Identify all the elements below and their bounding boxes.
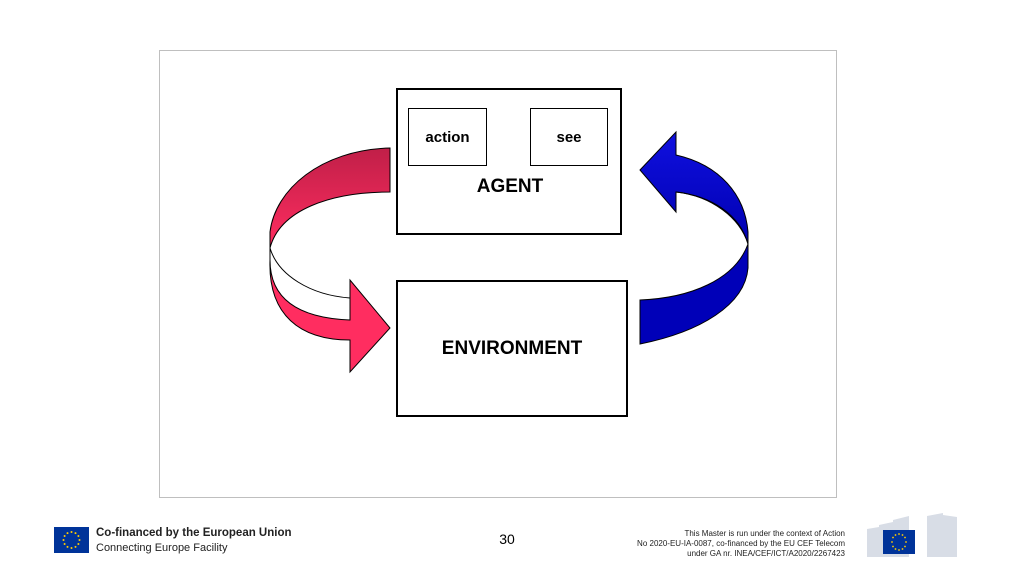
action-box: action <box>408 108 487 166</box>
funding-note-line3: under GA nr. INEA/CEF/ICT/A2020/2267423 <box>687 549 845 558</box>
funding-note-line2: No 2020-EU-IA-0087, co-financed by the E… <box>637 539 845 548</box>
right-arrow-head <box>639 130 749 245</box>
left-cycle-arrow <box>269 147 391 374</box>
european-commission-logo-icon <box>865 513 960 558</box>
see-box: see <box>530 108 608 166</box>
left-arrow-body <box>269 232 391 374</box>
left-arrow-top-band <box>269 147 391 249</box>
right-cycle-arrow <box>639 130 749 345</box>
left-arrow-inner-curve <box>269 247 351 299</box>
page-number: 30 <box>499 531 515 547</box>
cofinanced-line1: Co-financed by the European Union <box>96 527 292 539</box>
right-arrow-inner-curve <box>675 191 749 245</box>
environment-label: ENVIRONMENT <box>441 338 583 359</box>
cofinanced-text: Co-financed by the European Union Connec… <box>96 526 292 556</box>
funding-note-line1: This Master is run under the context of … <box>684 529 845 538</box>
agent-label: AGENT <box>476 176 544 197</box>
cofinanced-line2: Connecting Europe Facility <box>96 542 228 554</box>
see-label: see <box>556 128 582 146</box>
action-label: action <box>425 128 470 146</box>
environment-box <box>396 280 628 417</box>
eu-flag-icon <box>54 527 89 553</box>
funding-note: This Master is run under the context of … <box>600 529 845 559</box>
right-arrow-body <box>639 243 749 345</box>
